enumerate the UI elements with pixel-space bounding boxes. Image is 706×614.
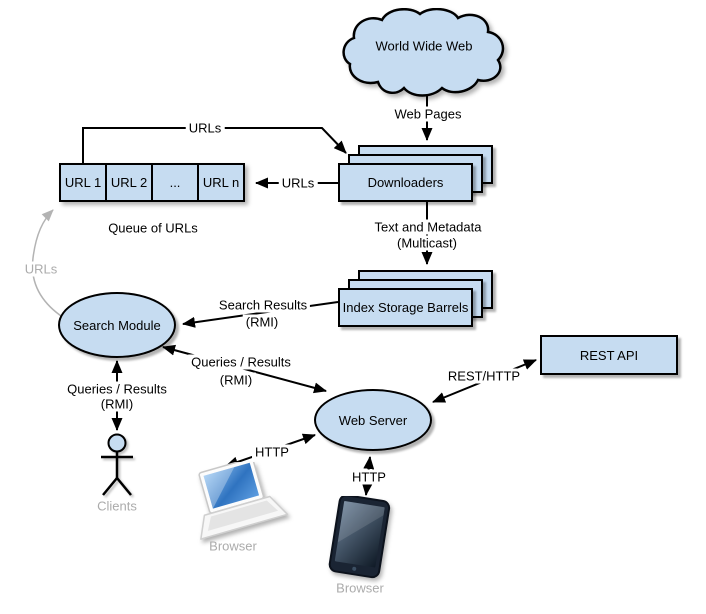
edge-search-results bbox=[182, 301, 339, 328]
edge-label-search-results-rmi: (RMI) bbox=[242, 314, 282, 330]
rest-api-node: REST API bbox=[540, 335, 678, 375]
edge-label-urls-feedback: URLs bbox=[185, 120, 225, 136]
queue-cell-url2: URL 2 bbox=[105, 163, 153, 202]
edge-label-http-laptop: HTTP bbox=[252, 444, 292, 460]
cloud-shape bbox=[342, 8, 505, 97]
edge-label-rest-http: REST/HTTP bbox=[444, 368, 524, 384]
web-server-label: Web Server bbox=[338, 412, 408, 428]
queue-cell-url1: URL 1 bbox=[59, 163, 107, 202]
clients-caption: Clients bbox=[97, 498, 137, 514]
index-barrels-node: Index Storage Barrels bbox=[338, 288, 473, 327]
tablet-icon bbox=[328, 496, 391, 579]
edge-label-web-pages: Web Pages bbox=[391, 106, 465, 122]
url-queue: URL 1 URL 2 ... URL n bbox=[59, 163, 245, 202]
queue-caption: Queue of URLs bbox=[108, 220, 198, 236]
edge-urls-search-to-queue bbox=[31, 209, 65, 319]
queue-cell-urln: URL n bbox=[197, 163, 245, 202]
downloaders-node: Downloaders bbox=[338, 163, 473, 202]
index-barrels-label: Index Storage Barrels bbox=[342, 300, 469, 315]
search-module-node: Search Module bbox=[58, 292, 176, 358]
edge-label-urls-gray: URLs bbox=[21, 261, 61, 277]
web-server-node: Web Server bbox=[314, 389, 432, 451]
edge-label-queries-clients-rmi: (RMI) bbox=[97, 396, 137, 412]
edge-label-queries-clients: Queries / Results bbox=[64, 381, 170, 397]
cloud-label: World Wide Web bbox=[375, 38, 473, 54]
laptop-icon bbox=[198, 462, 289, 540]
search-module-label: Search Module bbox=[73, 317, 161, 333]
edge-label-multicast: (Multicast) bbox=[394, 235, 460, 251]
edge-label-http-tablet: HTTP bbox=[349, 469, 389, 485]
rest-api-label: REST API bbox=[579, 347, 639, 363]
edge-label-queries-ws-rmi: (RMI) bbox=[216, 372, 256, 388]
tablet-browser-caption: Browser bbox=[336, 580, 384, 596]
edge-label-search-results: Search Results bbox=[215, 297, 311, 313]
edge-label-urls-to-queue: URLs bbox=[278, 175, 318, 191]
queue-cell-ellipsis: ... bbox=[151, 163, 199, 202]
clients-stick-figure-icon bbox=[101, 433, 133, 496]
laptop-browser-caption: Browser bbox=[209, 538, 257, 554]
edge-label-queries-ws: Queries / Results bbox=[188, 354, 294, 370]
downloaders-label: Downloaders bbox=[367, 175, 444, 190]
edge-label-text-metadata: Text and Metadata bbox=[371, 219, 485, 235]
